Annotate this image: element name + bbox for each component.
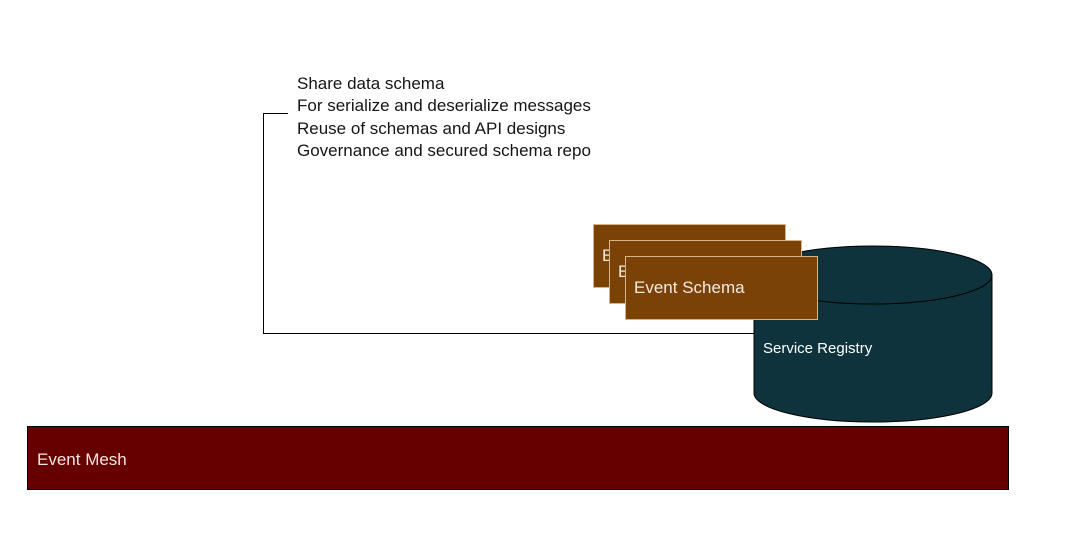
note-item: Reuse of schemas and API designs [297, 118, 566, 138]
service-registry-label: Service Registry [763, 340, 873, 357]
note-item: Share data schema [297, 74, 445, 93]
note-item: For serialize and deserialize messages [297, 96, 591, 116]
note-item: Governance and secured schema repo [297, 140, 591, 160]
event-schema-card-label: Event Schema [634, 278, 745, 297]
bracket-connector-top [263, 113, 288, 114]
event-mesh-bar[interactable]: Event Mesh [27, 426, 1009, 490]
notes-list: Share data schema For serialize and dese… [297, 73, 591, 162]
bracket-connector-vertical [263, 113, 264, 334]
event-mesh-label: Event Mesh [37, 450, 127, 469]
event-schema-card-label: E [602, 246, 614, 265]
event-schema-card[interactable]: Event Schema [625, 256, 818, 320]
event-schema-card-label: E [618, 262, 630, 281]
bracket-connector-bottom [263, 333, 763, 334]
